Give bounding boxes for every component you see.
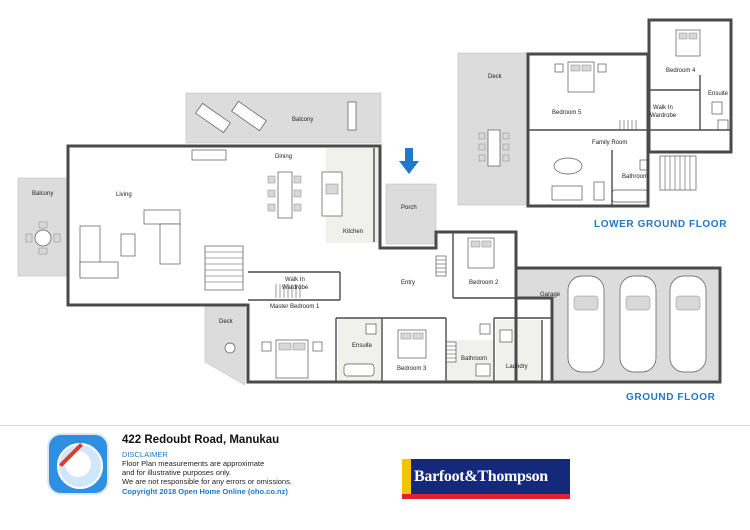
label-master-bedroom: Master Bedroom 1 bbox=[270, 304, 320, 310]
disclaimer-line: We are not responsible for any errors or… bbox=[122, 477, 292, 486]
label-lg-deck: Deck bbox=[488, 74, 503, 80]
label-bedroom-3: Bedroom 3 bbox=[397, 366, 427, 372]
living-sofas bbox=[79, 209, 181, 279]
bedroom-2-bed bbox=[467, 237, 495, 269]
lg-bath bbox=[611, 189, 649, 203]
label-deck: Deck bbox=[219, 319, 234, 325]
family-room-table bbox=[553, 157, 583, 175]
balcony-left-table bbox=[25, 221, 61, 255]
label-family-room: Family Room bbox=[592, 140, 627, 146]
ensuite-bath bbox=[343, 363, 375, 377]
app-compass-icon bbox=[47, 433, 109, 495]
bedroom-4-bed bbox=[675, 29, 701, 57]
entry-stairs bbox=[435, 255, 447, 277]
disclaimer-line: and for illustrative purposes only. bbox=[122, 468, 232, 477]
laundry-tub bbox=[499, 329, 513, 343]
label-balcony-top: Balcony bbox=[292, 117, 313, 123]
porch-area bbox=[385, 183, 437, 245]
label-laundry: Laundry bbox=[506, 364, 528, 370]
label-bedroom-2: Bedroom 2 bbox=[469, 280, 499, 286]
label-dining: Dining bbox=[275, 154, 292, 160]
ground-floor-plan bbox=[17, 92, 722, 386]
label-lg-bathroom: Bathroom bbox=[622, 174, 648, 180]
tv-unit bbox=[191, 149, 227, 161]
label-porch: Porch bbox=[401, 205, 417, 211]
label-wardrobe: Wardrobe bbox=[282, 285, 309, 291]
label-bedroom-4: Bedroom 4 bbox=[666, 68, 696, 74]
family-room-sofa bbox=[551, 185, 583, 201]
disclaimer-title: DISCLAIMER bbox=[122, 450, 168, 459]
lg-deck-table bbox=[478, 129, 510, 167]
master-bed bbox=[261, 339, 323, 379]
footer: 422 Redoubt Road, Manukau DISCLAIMER Flo… bbox=[0, 425, 750, 530]
label-garage: Garage bbox=[540, 292, 561, 298]
label-ground-floor: GROUND FLOOR bbox=[626, 392, 716, 403]
garage-cars bbox=[567, 275, 707, 373]
floor-plan: Deck Bedroom 5 Bedroom 4 Walk In Wardrob… bbox=[17, 18, 733, 403]
kitchen-island bbox=[321, 171, 343, 217]
bedroom-3-bed bbox=[397, 329, 427, 359]
brand-logo: Barfoot&Thompson bbox=[402, 459, 570, 499]
label-bathroom: Bathroom bbox=[461, 356, 487, 362]
dining-table bbox=[267, 171, 302, 219]
label-kitchen: Kitchen bbox=[343, 229, 363, 235]
deck-area bbox=[204, 304, 246, 386]
down-arrow-icon bbox=[399, 148, 419, 174]
label-entry: Entry bbox=[401, 280, 415, 286]
laundry-floor bbox=[496, 320, 542, 382]
label-lg-ensuite: Ensuite bbox=[708, 91, 729, 97]
label-lower-ground-floor: LOWER GROUND FLOOR bbox=[594, 219, 727, 230]
bathroom-toilet bbox=[479, 323, 491, 335]
lg-ensuite-basin bbox=[717, 119, 729, 131]
label-ensuite: Ensuite bbox=[352, 343, 373, 349]
label-walk-in: Walk In bbox=[285, 277, 305, 283]
label-bedroom-5: Bedroom 5 bbox=[552, 110, 582, 116]
label-balcony-left: Balcony bbox=[32, 191, 53, 197]
label-living: Living bbox=[116, 192, 132, 198]
bathroom-basin bbox=[475, 363, 491, 377]
lg-wardrobe-rail bbox=[619, 120, 637, 130]
ensuite-toilet bbox=[365, 323, 377, 335]
lg-toilet bbox=[711, 101, 723, 115]
deck-chair bbox=[224, 342, 236, 354]
hall-stairs bbox=[445, 341, 457, 363]
main-stairs bbox=[204, 245, 244, 291]
label-lg-wardrobe: Wardrobe bbox=[650, 113, 677, 119]
footer-divider bbox=[0, 425, 750, 426]
label-lg-walk-in: Walk In bbox=[653, 105, 673, 111]
brand-name: Barfoot&Thompson bbox=[414, 468, 548, 485]
wardrobe-rails bbox=[275, 284, 301, 298]
copyright-text: Copyright 2018 Open Home Online (oho.co.… bbox=[122, 487, 288, 496]
disclaimer-line: Floor Plan measurements are approximate bbox=[122, 459, 265, 468]
lg-stairs bbox=[659, 155, 697, 191]
bedroom-5-bed bbox=[554, 61, 607, 93]
lg-deck-area bbox=[457, 52, 531, 206]
family-room-chair bbox=[593, 181, 605, 201]
lower-ground-floor-plan bbox=[457, 18, 733, 208]
balcony-loungers bbox=[195, 100, 357, 134]
property-address: 422 Redoubt Road, Manukau bbox=[122, 434, 280, 446]
